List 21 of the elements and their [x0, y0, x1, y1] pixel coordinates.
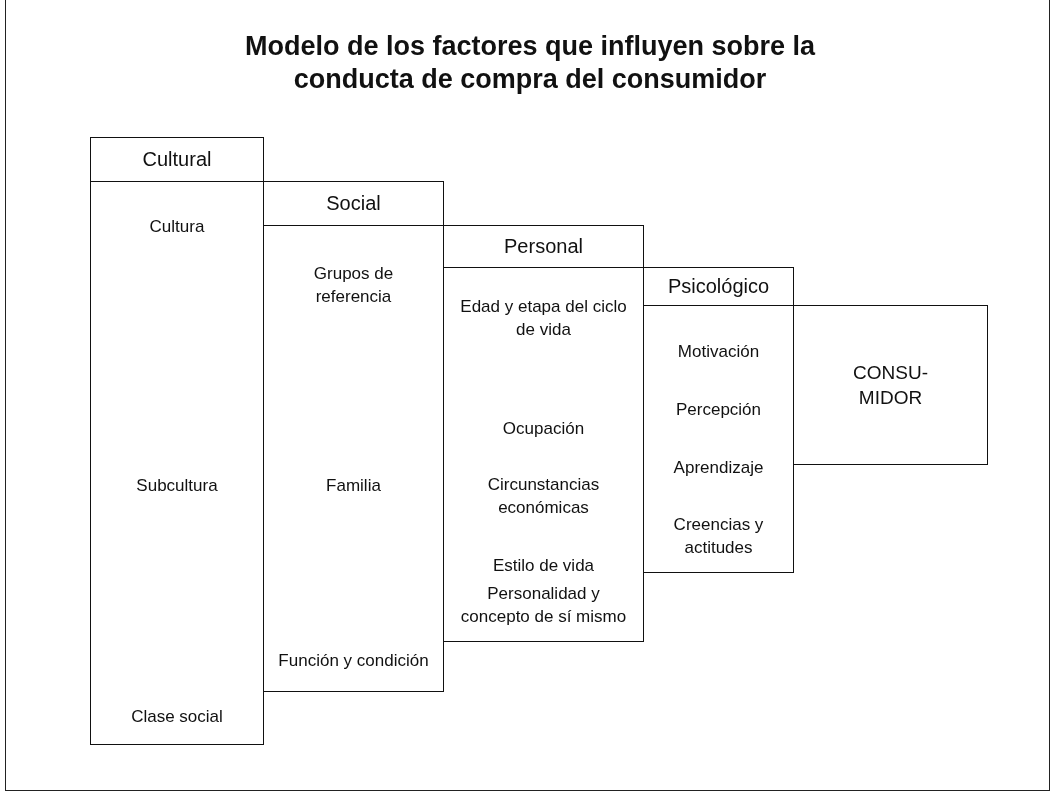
factor-label: Clase social [130, 705, 224, 727]
factor-label: Motivación [676, 340, 761, 362]
factor-label: Creencias y actitudes [672, 513, 765, 559]
factor-label: Aprendizaje [672, 456, 765, 478]
panel-heading: Psicológico [643, 267, 794, 306]
factor-label: Personalidad y concepto de sí mismo [459, 582, 628, 628]
panel-heading: Social [263, 181, 444, 226]
factor-label: Función y condición [278, 649, 429, 671]
panel-heading: Personal [443, 225, 644, 268]
factor-label: Subcultura [135, 474, 219, 496]
factor-label: Ocupación [501, 417, 586, 439]
factor-label: Percepción [674, 398, 763, 420]
factor-label: Edad y etapa del ciclo de vida [459, 295, 628, 341]
factor-label: Circunstancias económicas [486, 473, 601, 519]
factor-label: Cultura [148, 215, 206, 237]
diagram-title: Modelo de los factores que influyen sobre la conducta de compra del consumidor [243, 30, 817, 96]
consumer-label: CONSU- MIDOR [852, 361, 929, 410]
factor-label: Estilo de vida [491, 554, 596, 576]
factor-label: Grupos de referencia [312, 262, 395, 308]
factor-label: Familia [325, 474, 382, 496]
panel-heading: Cultural [90, 137, 264, 182]
